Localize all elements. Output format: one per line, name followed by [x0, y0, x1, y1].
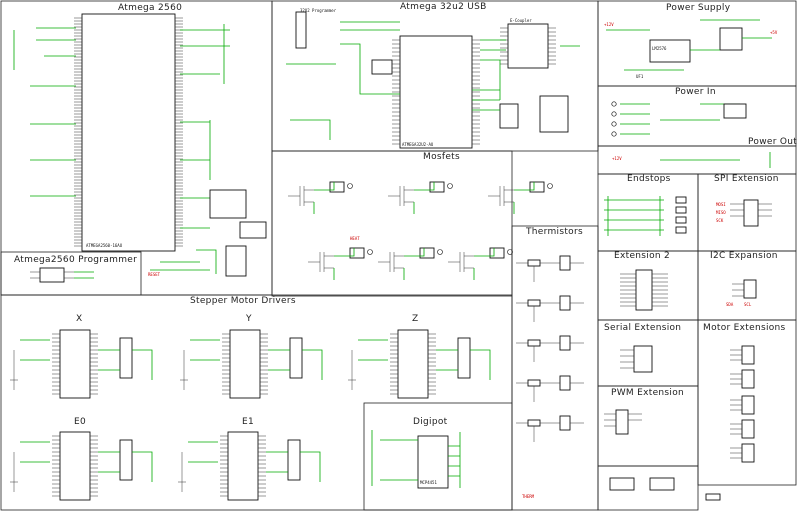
- title-serial: Serial Extension: [604, 323, 681, 333]
- title-motor-ext: Motor Extensions: [703, 323, 786, 333]
- motor-ext-block: [730, 345, 755, 463]
- programmer-block: RESET: [30, 245, 247, 283]
- spi-block: MOSI MISO SCK: [716, 199, 772, 227]
- svg-text:+5V: +5V: [770, 30, 778, 35]
- svg-text:RESET: RESET: [148, 272, 161, 277]
- atmega2560-ic: ATMEGA2560-16AU: [13, 13, 267, 252]
- svg-text:32U2 Programmer: 32U2 Programmer: [300, 8, 337, 13]
- svg-text:MCP4451: MCP4451: [420, 480, 437, 485]
- title-atmega32u2: Atmega 32u2 USB: [400, 2, 487, 12]
- stepper-drivers-block: [10, 329, 491, 501]
- svg-text:E-Coupler: E-Coupler: [510, 18, 532, 23]
- title-atmega2560-programmer: Atmega2560 Programmer: [14, 255, 137, 265]
- title-z: Z: [412, 314, 418, 324]
- title-power-supply: Power Supply: [666, 3, 731, 13]
- title-e1: E1: [242, 417, 254, 427]
- i2c-block: SDA SCL: [726, 279, 757, 307]
- svg-text:MISO: MISO: [716, 210, 726, 215]
- pwm-block: [604, 409, 721, 501]
- svg-text:LM2576: LM2576: [652, 46, 667, 51]
- power-supply-block: LM2576 +12V +5V UF1: [604, 19, 778, 79]
- svg-text:+12V: +12V: [612, 156, 622, 161]
- svg-text:+12V: +12V: [604, 22, 614, 27]
- mosfets-block: HEAT: [288, 181, 553, 280]
- svg-text:UF1: UF1: [636, 74, 644, 79]
- title-atmega2560: Atmega 2560: [118, 3, 182, 13]
- atmega32u2-ic: ATMEGA32U2-AU E-Coupler 32U2 Programmer: [286, 8, 580, 149]
- serial-block: [620, 345, 653, 373]
- title-x: X: [76, 314, 82, 324]
- title-extension2: Extension 2: [614, 251, 670, 261]
- thermistors-block: THERM: [516, 255, 584, 499]
- svg-text:SCL: SCL: [744, 302, 752, 307]
- svg-text:SCK: SCK: [716, 218, 724, 223]
- title-y: Y: [245, 314, 252, 324]
- power-in-block: [611, 101, 747, 137]
- power-out-block: +12V: [612, 152, 771, 168]
- svg-text:MOSI: MOSI: [716, 202, 726, 207]
- title-endstops: Endstops: [627, 174, 671, 184]
- section-titles: Atmega 2560 Atmega 32u2 USB Power Supply…: [14, 2, 797, 427]
- title-stepper-drivers: Stepper Motor Drivers: [190, 296, 296, 306]
- title-digipot: Digipot: [413, 417, 448, 427]
- endstops-block: [604, 196, 687, 236]
- title-power-out: Power Out: [748, 137, 797, 147]
- title-spi: SPI Extension: [714, 174, 779, 184]
- svg-text:THERM: THERM: [522, 494, 535, 499]
- title-thermistors: Thermistors: [525, 227, 583, 237]
- svg-text:HEAT: HEAT: [350, 236, 360, 241]
- svg-text:ATMEGA2560-16AU: ATMEGA2560-16AU: [86, 243, 123, 248]
- svg-text:ATMEGA32U2-AU: ATMEGA32U2-AU: [402, 142, 434, 147]
- title-power-in: Power In: [675, 87, 716, 97]
- title-i2c: I2C Expansion: [710, 251, 778, 261]
- title-pwm: PWM Extension: [611, 388, 684, 398]
- svg-text:SDA: SDA: [726, 302, 734, 307]
- title-mosfets: Mosfets: [423, 152, 460, 162]
- digipot-block: MCP4451: [371, 430, 461, 489]
- title-e0: E0: [74, 417, 86, 427]
- extension2-block: [620, 269, 668, 311]
